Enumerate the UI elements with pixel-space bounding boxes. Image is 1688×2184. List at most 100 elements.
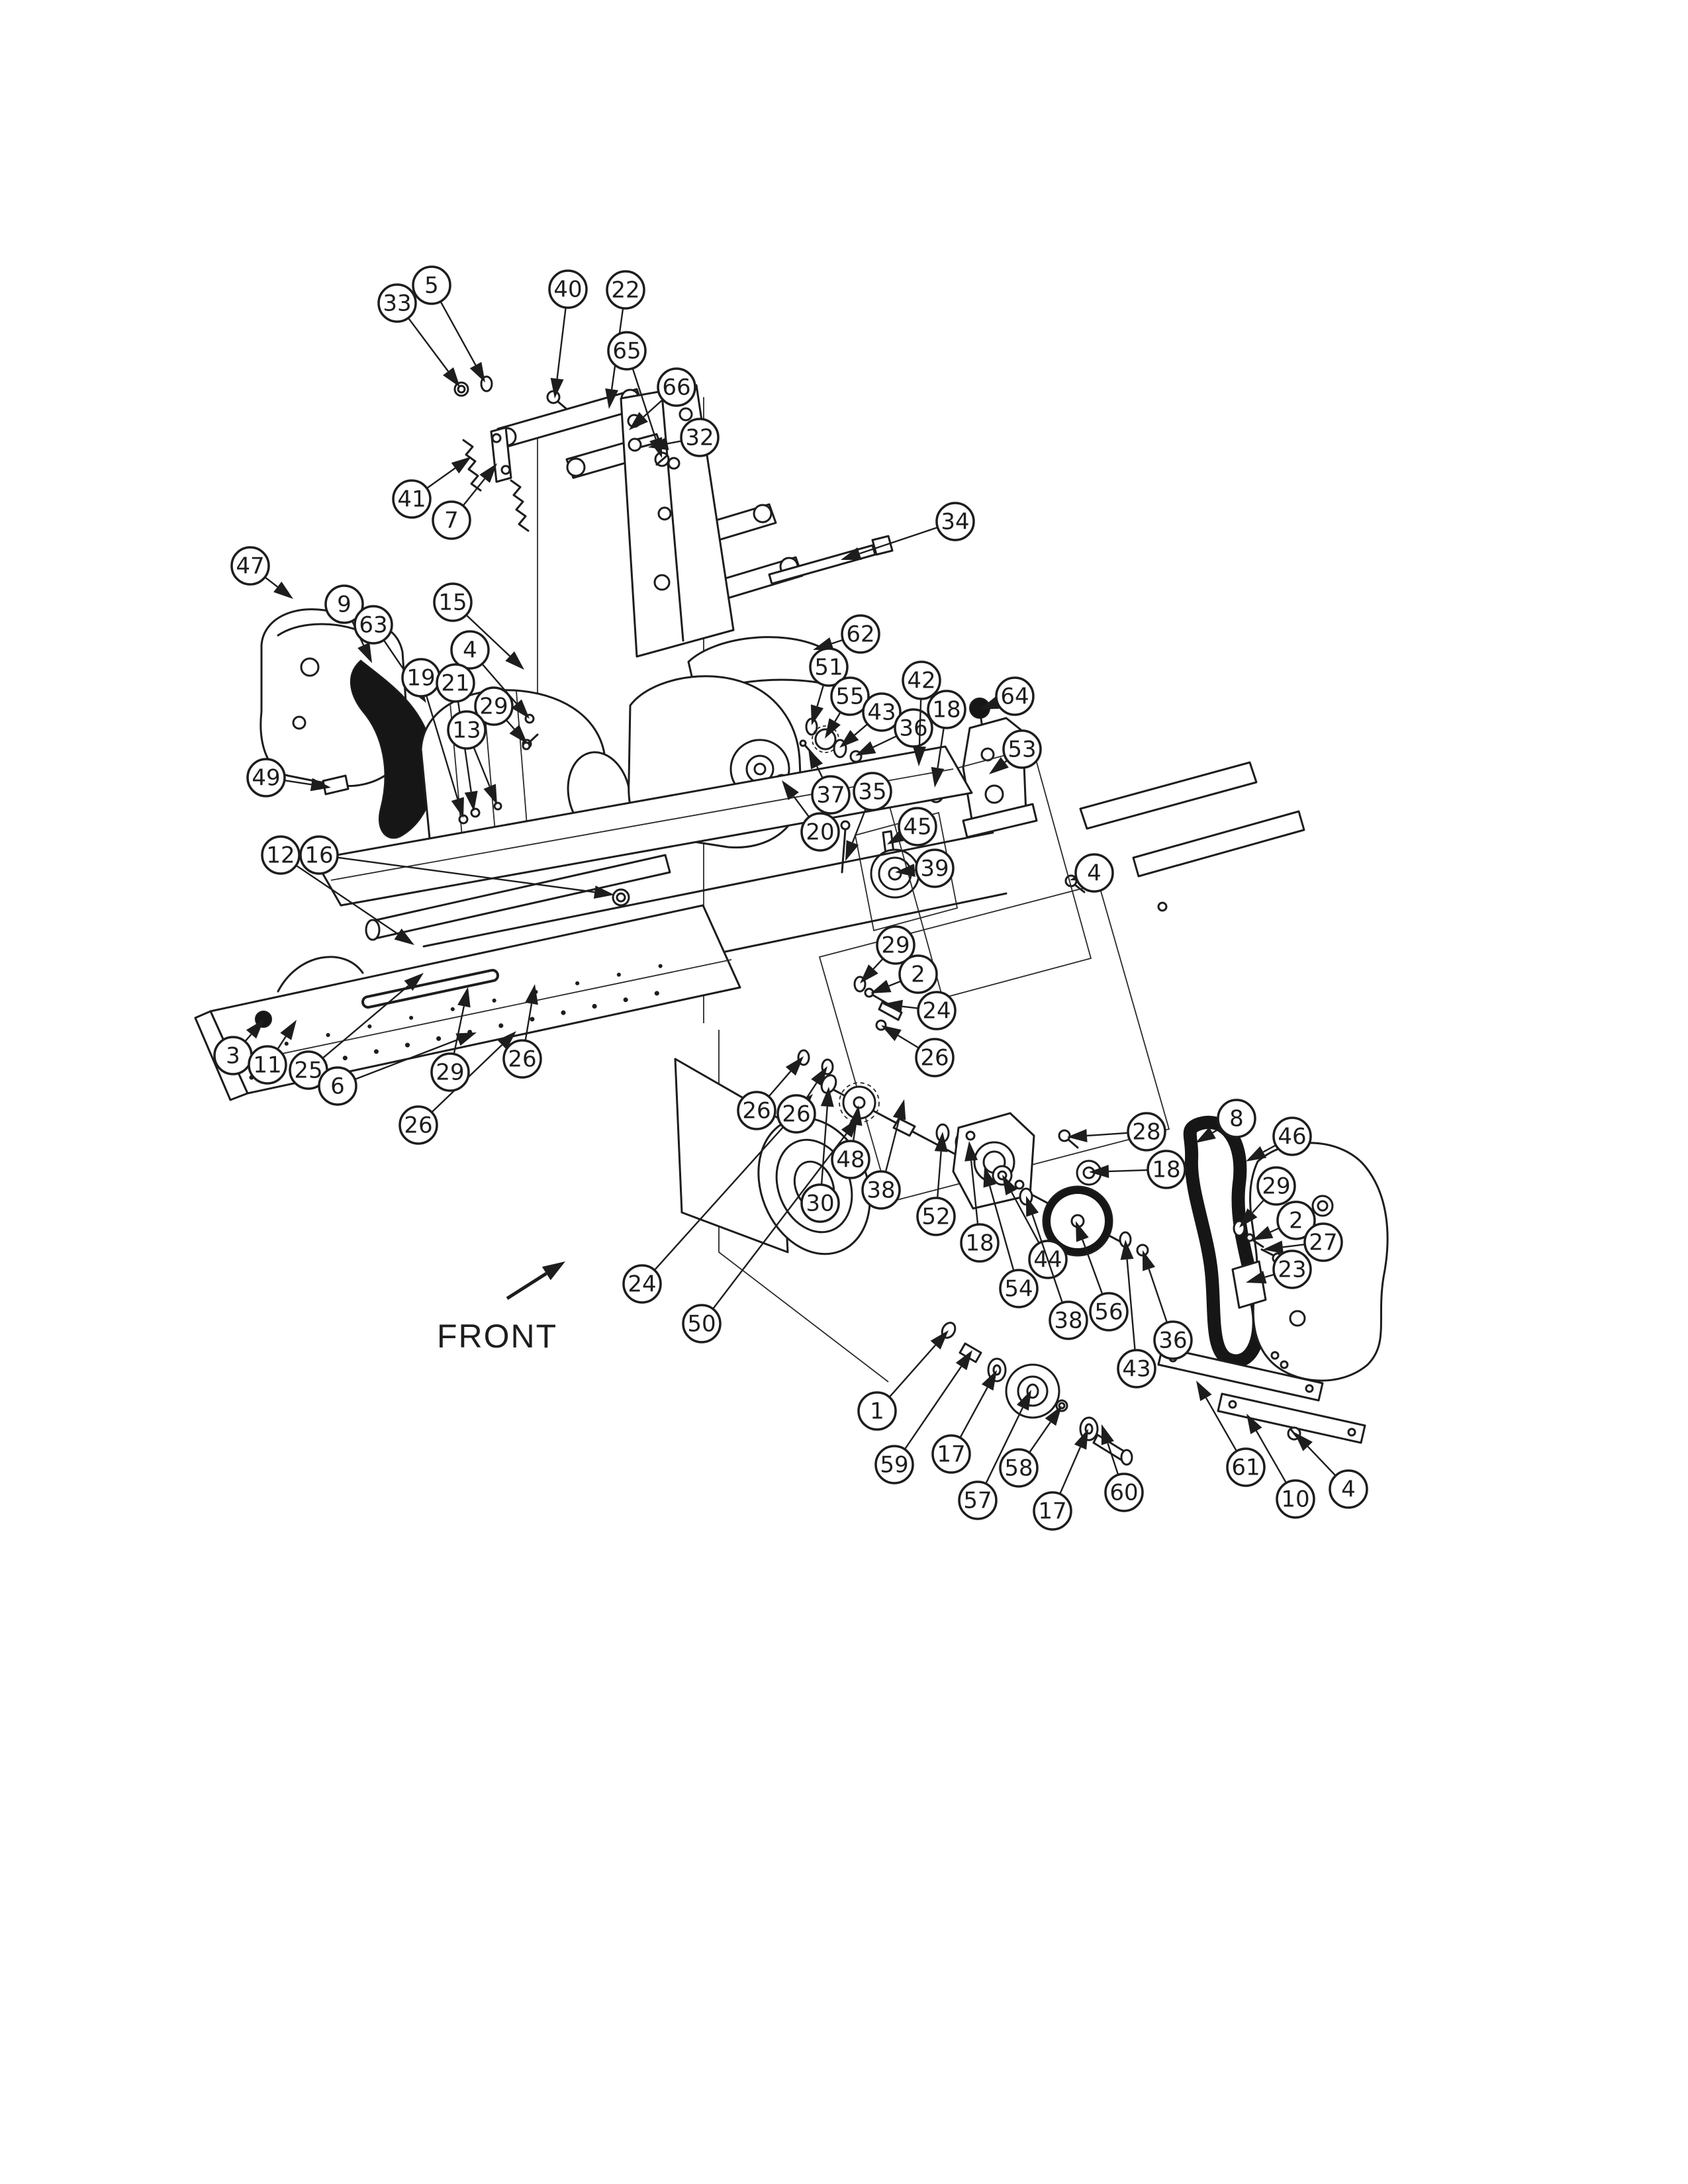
callout-33: 33 — [377, 283, 460, 387]
callout-16: 16 — [299, 835, 614, 899]
balloon-circle — [606, 270, 645, 310]
balloon-circle — [377, 283, 417, 323]
callout-18: 18 — [960, 1141, 1000, 1263]
callout-32: 32 — [648, 418, 720, 457]
cross-tube — [365, 854, 671, 941]
balloon-number: 55 — [835, 684, 864, 710]
balloon-circle — [830, 676, 870, 716]
leader-arrowhead-icon — [1263, 1240, 1284, 1254]
balloon-number: 42 — [907, 668, 935, 694]
balloon-number: 52 — [921, 1204, 950, 1230]
balloon-number: 58 — [1004, 1455, 1033, 1482]
balloon-circle — [392, 479, 432, 519]
balloon-number: 16 — [305, 842, 333, 869]
leader-arrowhead-icon — [310, 778, 331, 792]
balloon-circle — [1153, 1320, 1193, 1360]
balloon-number: 19 — [406, 665, 435, 692]
balloon-circle — [261, 835, 301, 875]
balloon-number: 24 — [628, 1271, 656, 1298]
callout-43: 43 — [839, 692, 902, 748]
balloon-circle — [862, 692, 902, 732]
balloon-circle — [995, 676, 1035, 716]
machine-line-art — [194, 375, 1389, 1466]
callout-42: 42 — [902, 660, 941, 766]
balloon-number: 50 — [687, 1311, 716, 1338]
leader-arrowhead-icon — [931, 766, 945, 788]
leader-arrowhead-icon — [1089, 1164, 1109, 1178]
callout-24: 24 — [622, 1094, 813, 1304]
grouping-panels — [718, 747, 1170, 1383]
callout-25: 25 — [289, 973, 424, 1090]
callout-52: 52 — [916, 1132, 956, 1236]
balloon-circle — [248, 1045, 287, 1085]
leader-arrowhead-icon — [605, 388, 619, 409]
leader-arrowhead-icon — [820, 1087, 834, 1107]
balloon-number: 48 — [836, 1147, 865, 1173]
leader-arrowhead-icon — [855, 741, 876, 756]
leader-arrowhead-icon — [629, 412, 648, 430]
leader-arrowhead-icon — [479, 463, 497, 483]
balloon-circle — [607, 331, 647, 371]
leader-arrowhead-icon — [525, 984, 538, 1005]
callout-54: 54 — [983, 1167, 1039, 1308]
balloon-circle — [502, 1039, 542, 1079]
balloon-circle — [1256, 1166, 1296, 1206]
leader-arrowhead-icon — [882, 999, 903, 1013]
balloon-circle — [1127, 1112, 1166, 1152]
balloon-number: 57 — [963, 1488, 992, 1514]
balloon-circle — [1147, 1150, 1186, 1189]
balloon-circle — [999, 1269, 1039, 1308]
balloon-number: 13 — [452, 717, 481, 744]
balloon-circle — [876, 925, 915, 965]
leader-arrowhead-icon — [497, 1031, 516, 1050]
callout-65: 65 — [607, 331, 663, 458]
balloon-number: 62 — [846, 621, 874, 648]
leader-arrowhead-icon — [394, 928, 414, 945]
callout-26: 26 — [502, 984, 542, 1079]
leader-arrowhead-icon — [839, 730, 859, 748]
balloon-circle — [318, 1066, 357, 1106]
leader-arrowhead-icon — [511, 699, 530, 719]
callout-41: 41 — [392, 457, 471, 519]
balloon-circle — [737, 1091, 776, 1130]
callout-61: 61 — [1196, 1381, 1266, 1487]
callout-62: 62 — [813, 614, 880, 654]
balloon-circle — [1272, 1250, 1312, 1289]
main-frame — [313, 745, 1008, 1007]
balloon-circle — [1104, 1473, 1144, 1512]
balloon-circle — [1033, 1491, 1072, 1531]
leader-arrowhead-icon — [934, 1132, 948, 1152]
balloon-number: 11 — [253, 1052, 281, 1079]
leader-arrowhead-icon — [1196, 1381, 1212, 1402]
callout-3: 3 — [213, 1019, 264, 1075]
leader-arrowhead-icon — [1016, 1390, 1031, 1411]
balloon-circle — [1002, 729, 1042, 769]
balloon-circle — [809, 647, 849, 687]
leader-arrowhead-icon — [1143, 1250, 1156, 1271]
callout-36: 36 — [1143, 1250, 1193, 1360]
balloon-circle — [874, 1445, 914, 1484]
leader-arrowhead-icon — [1246, 1414, 1262, 1434]
balloon-number: 21 — [441, 670, 469, 697]
balloon-circle — [935, 502, 975, 541]
balloon-circle — [230, 546, 270, 586]
left-belt — [350, 659, 436, 839]
leader-arrowhead-icon — [895, 864, 915, 877]
balloon-circle — [1276, 1479, 1315, 1519]
balloon-number: 29 — [881, 933, 910, 959]
callout-29: 29 — [430, 987, 471, 1092]
callout-26: 26 — [776, 1066, 827, 1134]
callout-43: 43 — [1117, 1240, 1156, 1388]
balloon-circle — [447, 710, 487, 750]
balloon-number: 1 — [870, 1398, 884, 1425]
leader-arrowhead-icon — [404, 973, 424, 991]
balloon-number: 36 — [1158, 1328, 1187, 1354]
leader-arrowhead-icon — [509, 724, 528, 744]
callout-29: 29 — [1239, 1166, 1296, 1228]
callout-9: 9 — [324, 584, 372, 663]
mount-bars — [1157, 1346, 1366, 1444]
leader-arrowhead-icon — [1067, 1129, 1088, 1142]
balloon-number: 47 — [236, 553, 264, 580]
balloon-number: 26 — [508, 1046, 536, 1073]
callout-57: 57 — [958, 1390, 1031, 1520]
